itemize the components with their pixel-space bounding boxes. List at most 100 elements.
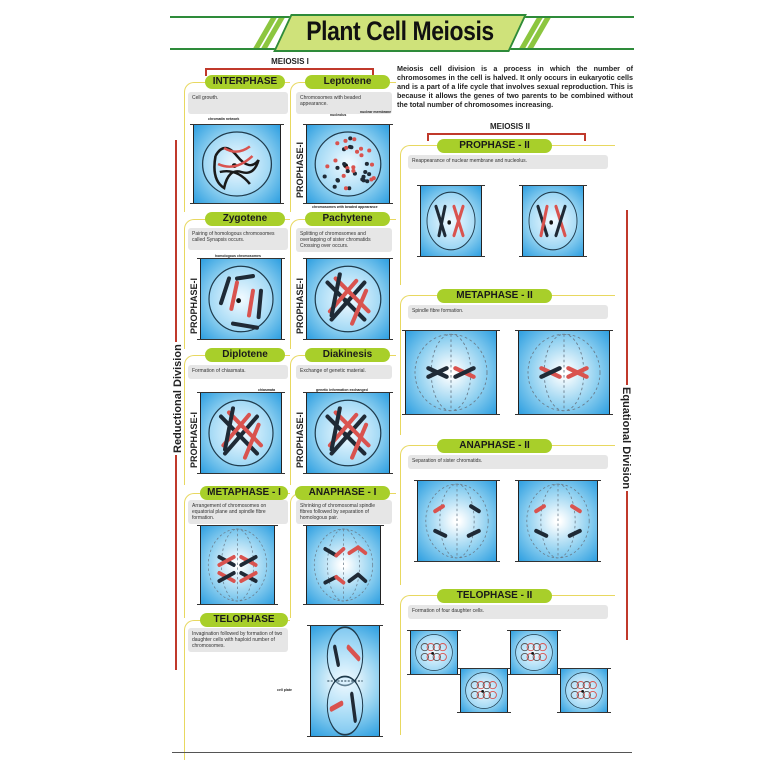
nuclear-membrane <box>529 192 577 250</box>
anaphase2-cell-diagram <box>518 480 598 562</box>
metaphase2-cell-diagram <box>405 330 497 415</box>
chromosome <box>570 531 580 536</box>
metaphase1-header: METAPHASE - I <box>200 486 288 500</box>
prophase-i-label: PROPHASE-I <box>295 142 305 198</box>
prophase-i-label: PROPHASE-I <box>295 412 305 468</box>
chromosome <box>536 531 546 536</box>
annotation-label: chromosomes with beaded appearance <box>312 205 378 209</box>
anaphase2-cell-diagram <box>417 480 497 562</box>
metaphase1-description: Arrangement of chromosomes on equatorial… <box>188 500 288 524</box>
chromatin-bead <box>335 166 339 170</box>
annotation-label: chromatin network <box>208 117 239 121</box>
diakinesis-header: Diakinesis <box>305 348 390 362</box>
anaphase1-cell-diagram <box>306 525 381 605</box>
prophase2-description: Reappearance of nuclear membrane and nuc… <box>408 155 608 169</box>
nuclear-membrane <box>466 673 503 709</box>
equational-division-label: Equational Division <box>620 385 632 491</box>
nuclear-membrane <box>566 673 603 709</box>
pachytene-header: Pachytene <box>305 212 390 226</box>
diakinesis-description: Exchange of genetic material. <box>296 365 392 379</box>
interphase-header: INTERPHASE <box>205 75 285 89</box>
annotation-label: genetic information exchanged <box>316 388 368 392</box>
chromatin-bead <box>372 176 376 180</box>
zygotene-cell-diagram <box>200 258 282 340</box>
metaphase2-cell-diagram <box>518 330 610 415</box>
meiosis1-bracket <box>205 68 373 70</box>
diplotene-header: Diplotene <box>205 348 285 362</box>
meiosis2-bracket <box>427 133 585 135</box>
chromatin-bead <box>363 170 367 174</box>
telophase-cell-diagram <box>310 625 380 737</box>
diplotene-description: Formation of chiasmata. <box>188 365 288 379</box>
nucleolus <box>481 690 484 693</box>
meiosis2-label: MEIOSIS II <box>470 122 550 131</box>
prophase-i-label: PROPHASE-I <box>189 278 199 334</box>
spindle-fibres <box>528 334 600 411</box>
prophase-i-label: PROPHASE-I <box>295 278 305 334</box>
chromosome <box>358 547 365 553</box>
chromatin-bead <box>367 172 371 176</box>
annotation-label: chiasmata <box>258 388 275 392</box>
metaphase1-cell-diagram <box>200 525 275 605</box>
spindle-fibres <box>415 334 487 411</box>
chromatin-bead <box>333 159 337 163</box>
spindle-fibres <box>314 529 372 601</box>
annotation-label: cell plate <box>277 688 292 692</box>
chromatin-bead <box>370 163 374 167</box>
nucleolus <box>431 652 434 655</box>
chromatin-bead <box>333 185 337 189</box>
zygotene-header: Zygotene <box>205 212 285 226</box>
spindle-fibres <box>208 529 266 601</box>
chromatin-bead <box>359 147 363 151</box>
chromatin-bead <box>325 164 329 168</box>
chromosome <box>336 577 343 583</box>
leptotene-header: Leptotene <box>305 75 390 89</box>
prophase2-header: PROPHASE - II <box>437 139 552 153</box>
nuclear-membrane <box>516 635 553 671</box>
anaphase1-description: Shrinking of chromosomal spindle fibres … <box>296 500 392 524</box>
chromatin-bead <box>344 186 348 190</box>
telophase2-header: TELOPHASE - II <box>437 589 552 603</box>
metaphase2-header: METAPHASE - II <box>437 289 552 303</box>
leptotene-cell-diagram <box>306 124 390 204</box>
nucleolus <box>581 690 584 693</box>
chromatin-bead <box>348 145 352 149</box>
pachytene-description: Splitting of chromosomes and overlapping… <box>296 228 392 252</box>
chromatin-bead <box>359 153 363 157</box>
intro-text: Meiosis cell division is a process in wh… <box>397 64 633 109</box>
annotation-label: nuclear membrane <box>360 110 391 114</box>
chromatin-bead <box>343 139 347 143</box>
chromosome <box>325 549 336 555</box>
chromatin-bead <box>348 136 352 140</box>
zygotene-description: Pairing of homologous chromosomes called… <box>188 228 288 250</box>
prophase2-cell-diagram <box>420 185 482 257</box>
nucleolus <box>531 652 534 655</box>
chromosome <box>237 276 253 278</box>
diakinesis-cell-diagram <box>306 392 390 474</box>
reductional-division-label: Reductional Division <box>172 342 184 455</box>
chromatin-bead <box>351 169 355 173</box>
chromatin-bead <box>365 179 369 183</box>
chromatin-bead <box>342 174 346 178</box>
spindle-fibres <box>426 484 488 558</box>
chromatin-bead <box>346 169 350 173</box>
interphase-cell-diagram <box>193 124 281 204</box>
telophase2-cell-diagram <box>460 668 508 713</box>
annotation-label: homologous chromosomes <box>215 254 261 258</box>
anaphase2-description: Separation of sister chromatids. <box>408 455 608 469</box>
chromatin-bead <box>360 177 364 181</box>
telophase2-description: Formation of four daughter cells. <box>408 605 608 619</box>
chromatin-bead <box>367 148 371 152</box>
chromosome <box>259 291 261 317</box>
chromosome <box>471 506 479 511</box>
anaphase1-header: ANAPHASE - I <box>295 486 390 500</box>
chromosome <box>435 531 445 536</box>
metaphase2-description: Spindle fibre formation. <box>408 305 608 319</box>
diplotene-cell-diagram <box>200 392 282 474</box>
chromosome <box>336 549 343 555</box>
page-title: Plant Cell Meiosis <box>300 16 501 47</box>
chromatin-bead <box>351 165 355 169</box>
chromatin-bead <box>335 141 339 145</box>
nucleolus <box>236 298 241 303</box>
nuclear-membrane <box>203 132 272 196</box>
